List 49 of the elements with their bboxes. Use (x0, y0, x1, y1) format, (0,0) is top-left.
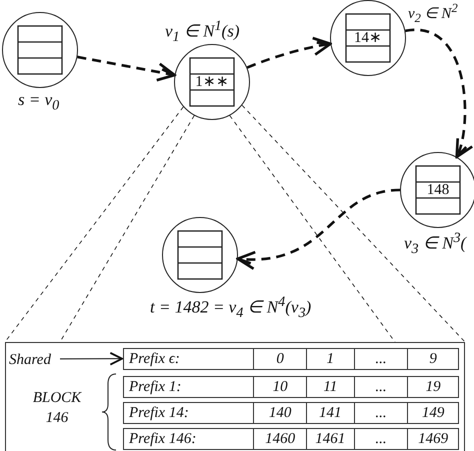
table-cell: ... (354, 403, 408, 423)
table-cell: 149 (407, 403, 458, 423)
node-caption: t = 1482 = v$_{4}$ ∈ N$^{4}$(v$_{3}$) (150, 294, 312, 322)
dashed-line (229, 115, 396, 342)
node-circle (2, 12, 78, 88)
table-row (123, 402, 459, 424)
node-circle (174, 44, 250, 120)
table-cell-text: Prefix 14: (128, 404, 190, 422)
dashed-line (4, 106, 184, 342)
table-cell-text: Prefix ϵ: (128, 350, 181, 368)
dashed-line (242, 104, 466, 342)
table-cell: 0 (253, 349, 306, 369)
table-cell: 1460 (253, 429, 306, 449)
arrow (60, 352, 123, 366)
table-cell: ... (354, 429, 408, 449)
arrow (246, 36, 332, 69)
arrow (77, 56, 176, 82)
table-cell: 9 (407, 349, 458, 369)
table-cell: 140 (253, 403, 306, 423)
block-label: BLOCK 146 (32, 389, 83, 428)
node-caption: v$_{1}$ ∈ N$^{1}$(s) (165, 18, 240, 46)
node-label: 14∗ (353, 30, 383, 46)
node-label: 1∗∗ (194, 74, 230, 90)
table-cell: ... (354, 349, 408, 369)
table-cell: 11 (306, 377, 354, 397)
table-cell-text: Prefix 1: (128, 378, 182, 396)
row-label: Shared (9, 350, 61, 370)
table-cell: 10 (253, 377, 306, 397)
arrow (405, 28, 472, 158)
block-frame (5, 342, 465, 451)
table-row (123, 376, 459, 398)
node-circle (330, 0, 406, 76)
node-circle (162, 217, 238, 293)
table-cell: ... (354, 377, 408, 397)
table-cell-text: Prefix 146: (128, 430, 198, 448)
table-cell: 1461 (306, 429, 354, 449)
node-circle (400, 152, 474, 228)
dashed-line (60, 115, 195, 342)
arrow (236, 188, 400, 269)
table-row (123, 428, 459, 450)
table-cell: 141 (306, 403, 354, 423)
table-cell: 1469 (407, 429, 458, 449)
table-cell: 19 (407, 377, 458, 397)
table-cell: 1 (306, 349, 354, 369)
node-caption: s = v$_{0}$ (18, 90, 60, 114)
node-caption: v$_{3}$ ∈ N$^{3}$( (404, 230, 466, 258)
node-label: 148 (426, 182, 450, 198)
node-caption: v$_{2}$ ∈ N$^{2}$ (408, 1, 458, 26)
table-row (123, 348, 459, 370)
